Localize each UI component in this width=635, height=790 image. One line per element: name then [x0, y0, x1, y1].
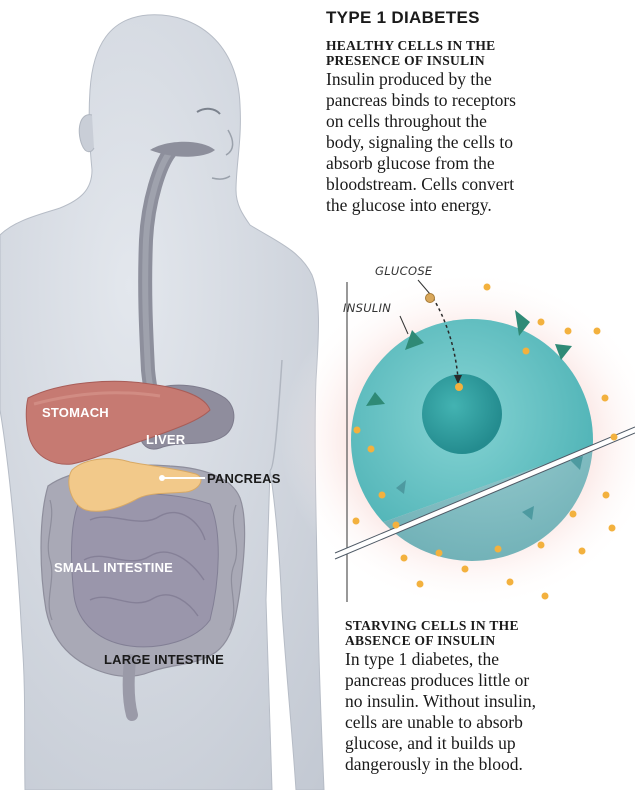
- glucose-molecule: [611, 434, 618, 441]
- glucose-molecule: [462, 566, 469, 573]
- glucose-molecule: [495, 546, 502, 553]
- healthy-body-line: pancreas binds to receptors: [326, 90, 631, 111]
- glucose-molecule: [602, 395, 609, 402]
- healthy-heading-line2: PRESENCE OF INSULIN: [326, 53, 631, 68]
- glucose-molecule: [354, 427, 361, 434]
- glucose-molecule: [417, 581, 424, 588]
- glucose-molecule: [538, 542, 545, 549]
- starving-heading-line1: STARVING CELLS IN THE: [345, 618, 630, 633]
- glucose-molecule: [353, 518, 360, 525]
- page-title: TYPE 1 DIABETES: [326, 8, 480, 28]
- glucose-molecule: [401, 555, 408, 562]
- glucose-molecule: [484, 284, 491, 291]
- rectum: [129, 660, 132, 715]
- label-small-intestine: SMALL INTESTINE: [54, 560, 173, 575]
- label-liver: LIVER: [146, 432, 185, 447]
- healthy-heading-line1: HEALTHY CELLS IN THE: [326, 38, 631, 53]
- glucose-molecule: [379, 492, 386, 499]
- starving-body: In type 1 diabetes, the pancreas produce…: [345, 649, 630, 775]
- glucose-molecule: [368, 446, 375, 453]
- glucose-molecule: [393, 522, 400, 529]
- glucose-molecule: [609, 525, 616, 532]
- ear: [79, 115, 94, 152]
- starving-body-line: no insulin. Without insulin,: [345, 691, 630, 712]
- label-large-intestine: LARGE INTESTINE: [104, 652, 224, 667]
- starving-body-line: pancreas produces little or: [345, 670, 630, 691]
- glucose-molecule: [542, 593, 549, 600]
- healthy-body-line: the glucose into energy.: [326, 195, 631, 216]
- glucose-molecule: [436, 550, 443, 557]
- glucose-molecule: [579, 548, 586, 555]
- label-glucose: GLUCOSE: [375, 264, 432, 278]
- starving-heading-line2: ABSENCE OF INSULIN: [345, 633, 630, 648]
- starving-body-line: cells are unable to absorb: [345, 712, 630, 733]
- starving-body-line: dangerously in the blood.: [345, 754, 630, 775]
- healthy-body-line: bloodstream. Cells convert: [326, 174, 631, 195]
- label-insulin: INSULIN: [343, 301, 391, 315]
- glucose-molecule: [538, 319, 545, 326]
- glucose-molecule: [594, 328, 601, 335]
- glucose-molecule: [565, 328, 572, 335]
- glucose-molecule: [507, 579, 514, 586]
- healthy-text-block: HEALTHY CELLS IN THE PRESENCE OF INSULIN…: [326, 38, 631, 216]
- label-stomach: STOMACH: [42, 405, 109, 420]
- glucose-molecule: [570, 511, 577, 518]
- starving-body-line: In type 1 diabetes, the: [345, 649, 630, 670]
- glucose-molecule: [455, 383, 463, 391]
- glucose-molecule: [426, 294, 435, 303]
- starving-text-block: STARVING CELLS IN THE ABSENCE OF INSULIN…: [345, 618, 630, 775]
- healthy-body-line: absorb glucose from the: [326, 153, 631, 174]
- glucose-molecule: [603, 492, 610, 499]
- healthy-body: Insulin produced by the pancreas binds t…: [326, 69, 631, 216]
- healthy-body-line: body, signaling the cells to: [326, 132, 631, 153]
- glucose-molecule: [523, 348, 530, 355]
- starving-body-line: glucose, and it builds up: [345, 733, 630, 754]
- healthy-body-line: on cells throughout the: [326, 111, 631, 132]
- label-pancreas: PANCREAS: [207, 471, 281, 486]
- healthy-body-line: Insulin produced by the: [326, 69, 631, 90]
